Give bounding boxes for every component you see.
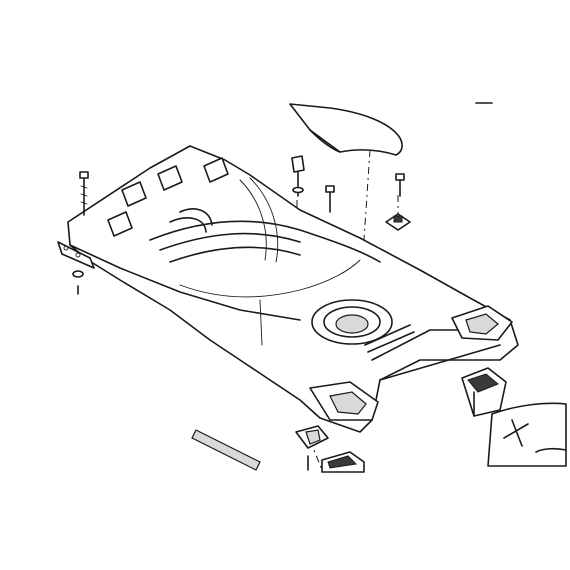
logo-panel <box>487 402 567 467</box>
mount-pads <box>309 305 513 421</box>
tray-bosses <box>107 157 229 237</box>
front-mount-block <box>321 451 365 473</box>
clip-nut <box>385 213 411 231</box>
round-opening <box>311 299 415 353</box>
left-screw <box>79 171 89 216</box>
top-screws <box>291 155 405 213</box>
main-frame-tray <box>67 145 519 433</box>
left-bracket <box>57 241 95 295</box>
seal-strip <box>191 429 261 471</box>
small-bracket <box>295 425 329 471</box>
rear-bracket <box>461 367 507 417</box>
seat-cover-panel <box>289 102 493 156</box>
